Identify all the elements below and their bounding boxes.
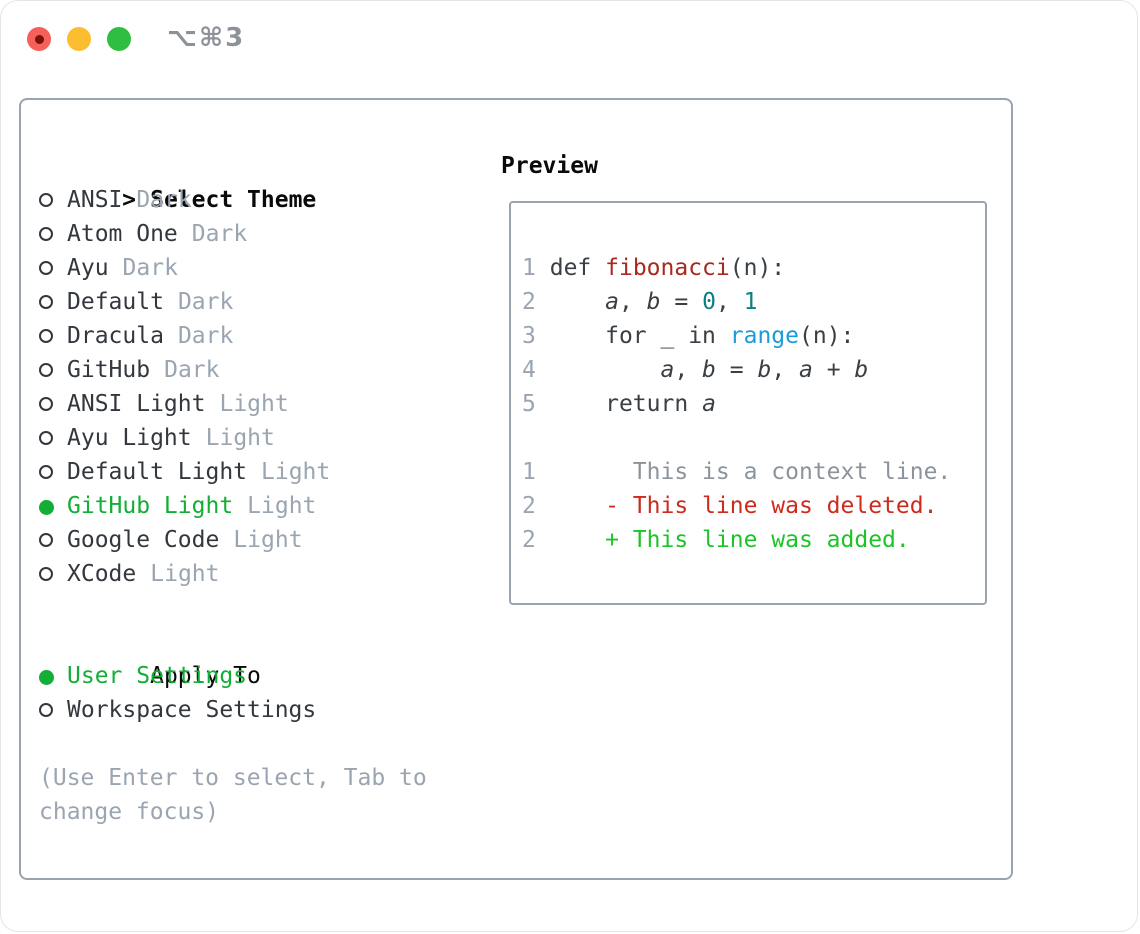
option-label: XCode — [67, 561, 137, 587]
radio-unselected-icon — [39, 694, 67, 728]
theme-option-github-light[interactable]: GitHub Light Light — [39, 489, 427, 523]
variant-tag: Light — [261, 459, 331, 485]
radio-unselected-icon — [39, 388, 67, 422]
option-label: Default — [67, 289, 164, 315]
select-theme-header: > Select Theme — [39, 149, 427, 213]
code-line — [522, 421, 951, 455]
theme-option-xcode[interactable]: XCode Light — [39, 557, 427, 591]
theme-option-default[interactable]: Default Dark — [39, 285, 427, 319]
radio-unselected-icon — [39, 252, 67, 286]
window-title: ⌥⌘3 — [167, 23, 246, 53]
spacer — [39, 591, 427, 625]
variant-tag: Light — [205, 425, 275, 451]
zoom-button[interactable] — [107, 27, 131, 51]
variant-tag: Dark — [136, 187, 192, 213]
code-line: 2 a, b = 0, 1 — [522, 289, 758, 315]
line-number: 5 — [522, 391, 536, 417]
code-line: 5 return a — [522, 391, 716, 417]
variant-tag: Light — [247, 493, 317, 519]
apply-option-workspace-settings[interactable]: Workspace Settings — [39, 693, 427, 727]
line-number: 2 — [522, 527, 536, 553]
selection-caret-icon: > — [122, 187, 136, 213]
option-label: User Settings — [67, 663, 248, 689]
hint-text-line2: change focus) — [39, 799, 220, 825]
radio-unselected-icon — [39, 286, 67, 320]
variant-tag: Light — [150, 561, 220, 587]
radio-unselected-icon — [39, 524, 67, 558]
theme-option-ansi-light[interactable]: ANSI Light Light — [39, 387, 427, 421]
theme-option-google-code[interactable]: Google Code Light — [39, 523, 427, 557]
radio-unselected-icon — [39, 558, 67, 592]
code-line: 1 def fibonacci(n): — [522, 255, 786, 281]
theme-option-default-light[interactable]: Default Light Light — [39, 455, 427, 489]
unsaved-indicator-dot — [34, 34, 44, 44]
variant-tag: Dark — [191, 221, 248, 247]
radio-selected-icon — [39, 490, 67, 524]
titlebar: ⌥⌘3 — [1, 1, 1137, 76]
code-line: 1 This is a context line. — [522, 459, 952, 485]
option-label: Ayu — [67, 255, 109, 281]
radio-unselected-icon — [39, 422, 67, 456]
variant-tag: Light — [219, 391, 289, 417]
variant-tag: Light — [233, 527, 303, 553]
line-number: 1 — [522, 459, 536, 485]
radio-unselected-icon — [39, 218, 67, 252]
variant-tag: Dark — [177, 289, 234, 315]
line-number: 4 — [522, 357, 536, 383]
option-label: Dracula — [67, 323, 164, 349]
code-line: 2 + This line was added. — [522, 527, 910, 553]
option-label: Atom One — [67, 221, 178, 247]
code-line: 4 a, b = b, a + b — [522, 357, 869, 383]
variant-tag: Dark — [122, 255, 178, 281]
preview-heading: Preview — [501, 153, 598, 179]
apply-to-title: Apply To — [150, 663, 261, 689]
code-lines: 1 def fibonacci(n): 2 a, b = 0, 1 3 for _ … — [522, 251, 951, 557]
hint-text-line1: (Use Enter to select, Tab to — [39, 765, 427, 791]
theme-option-ayu-light[interactable]: Ayu Light Light — [39, 421, 427, 455]
theme-option-github[interactable]: GitHub Dark — [39, 353, 427, 387]
radio-unselected-icon — [39, 184, 67, 218]
apply-option-user-settings[interactable]: User Settings — [39, 659, 427, 693]
theme-option-atom-one[interactable]: Atom One Dark — [39, 217, 427, 251]
apply-to-header: Apply To — [39, 625, 427, 689]
option-label: GitHub Light — [67, 493, 234, 519]
option-label: Workspace Settings — [67, 697, 317, 723]
option-label: GitHub — [67, 357, 151, 383]
line-number: 2 — [522, 493, 536, 519]
radio-unselected-icon — [39, 456, 67, 490]
option-label: Google Code — [67, 527, 220, 553]
radio-selected-icon — [39, 660, 67, 694]
variant-tag: Dark — [177, 323, 234, 349]
preview-pane: 1 def fibonacci(n): 2 a, b = 0, 1 3 for _ … — [509, 201, 987, 605]
line-number: 2 — [522, 289, 536, 315]
theme-option-ansi[interactable]: ANSI Dark — [39, 183, 427, 217]
option-label: ANSI Light — [67, 391, 206, 417]
select-theme-title: Select Theme — [150, 187, 317, 213]
option-label: ANSI — [67, 187, 123, 213]
radio-unselected-icon — [39, 354, 67, 388]
option-label: Ayu Light — [67, 425, 192, 451]
theme-selector-panel — [19, 98, 1013, 880]
spacer — [39, 727, 427, 761]
theme-option-dracula[interactable]: Dracula Dark — [39, 319, 427, 353]
line-number: 1 — [522, 255, 536, 281]
radio-unselected-icon — [39, 320, 67, 354]
variant-tag: Dark — [164, 357, 220, 383]
line-number: 3 — [522, 323, 536, 349]
theme-option-ayu[interactable]: Ayu Dark — [39, 251, 427, 285]
code-line: 2 - This line was deleted. — [522, 493, 938, 519]
code-line: 3 for _ in range(n): — [522, 323, 855, 349]
option-label: Default Light — [67, 459, 248, 485]
close-button[interactable] — [27, 27, 51, 51]
minimize-button[interactable] — [67, 27, 91, 51]
